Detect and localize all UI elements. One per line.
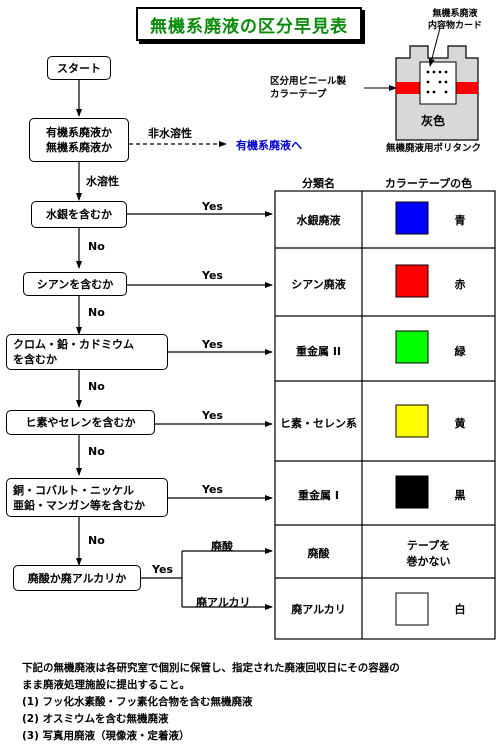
table-row-name: 重金属 II	[295, 345, 341, 358]
label-water-soluble: 水溶性	[86, 175, 119, 188]
tape-label-line2: カラーテープ	[270, 89, 327, 100]
tank-color-text: 灰色	[421, 114, 446, 128]
card-label-line1: 無機系廃液	[432, 9, 478, 19]
label-no-copper: No	[88, 534, 105, 547]
page-title: 無機系廃液の区分早見表	[136, 7, 362, 41]
question-cyan: シアンを含むか	[23, 272, 127, 296]
label-non-water-soluble: 非水溶性	[148, 127, 192, 140]
card-label: 無機系廃液 内容物カード	[428, 8, 482, 32]
color-swatches	[395, 201, 429, 626]
tank-caption: 無機廃液用ポリタンク	[386, 143, 482, 154]
start-box: スタート	[47, 56, 111, 80]
tape-label-line1: 区分用ビニール製	[270, 76, 347, 87]
color-swatch	[395, 330, 429, 364]
label-no-mercury: No	[88, 240, 105, 253]
color-swatch	[395, 404, 429, 438]
table-row-name: シアン廃液	[291, 278, 346, 291]
question-mercury: 水銀を含むか	[31, 201, 127, 228]
table-header-name: 分類名	[302, 177, 335, 190]
tape-label: 区分用ビニール製 カラーテープ	[270, 75, 346, 101]
table-row-color-name: テープを 巻かない	[406, 539, 451, 568]
label-yes-arsenic: Yes	[202, 409, 223, 422]
label-yes-acid-alkali: Yes	[152, 563, 173, 576]
card-label-line2: 内容物カード	[428, 21, 483, 31]
question-chrome-lead-cadmium: クロム・鉛・カドミウム を含むか	[6, 334, 168, 370]
label-acid-branch: 廃酸	[211, 540, 233, 553]
table-row-name: 廃アルカリ	[291, 603, 346, 616]
table-row-color-name: 白	[454, 603, 466, 616]
polytank-illustration	[364, 27, 479, 141]
note-line: (3) 写真用廃液（現像液・定着液）	[22, 730, 190, 742]
table-header-color: カラーテープの色	[384, 177, 473, 190]
question-acid-alkali: 廃酸か廃アルカリか	[13, 565, 141, 591]
note-line: 下記の無機廃液は各研究室で個別に保管し、指定された廃液回収日にその容器の	[22, 662, 400, 674]
table-row-name: 廃酸	[307, 547, 330, 560]
label-yes-copper: Yes	[202, 483, 223, 496]
question-arsenic-selenium: ヒ素やセレンを含むか	[6, 410, 155, 435]
table-row-name: 水銀廃液	[296, 214, 341, 227]
card-pointer-line	[428, 27, 441, 67]
table-row-name: ヒ素・セレン系	[280, 417, 357, 430]
table-row-color-name: 青	[454, 214, 466, 227]
content-card	[419, 61, 457, 105]
label-alkali-branch: 廃アルカリ	[196, 596, 251, 609]
table-row-color-name: 緑	[454, 345, 466, 358]
flow-connectors	[76, 80, 273, 610]
label-no-cyan: No	[88, 306, 105, 319]
question-copper-cobalt-nickel: 銅・コバルト・ニッケル 亜鉛・マンガン等を含むか	[6, 478, 168, 517]
label-no-arsenic: No	[88, 445, 105, 458]
color-swatch	[395, 475, 429, 509]
note-line: (2) オスミウムを含む無機廃液	[22, 713, 169, 725]
color-swatch	[395, 592, 429, 626]
card-dots	[426, 70, 448, 94]
table-row-name: 重金属 I	[298, 489, 339, 502]
table-row-color-name: 黒	[454, 489, 466, 502]
classification-table-grid	[274, 190, 496, 640]
table-row-color-name: 黄	[454, 417, 466, 430]
table-row-color-name: 赤	[454, 278, 466, 291]
color-swatch	[395, 264, 429, 298]
label-no-chrome: No	[88, 380, 105, 393]
notes-section: 下記の無機廃液は各研究室で個別に保管し、指定された廃液回収日にその容器の まま廃…	[22, 660, 492, 745]
label-yes-cyan: Yes	[202, 269, 223, 282]
label-yes-mercury: Yes	[202, 200, 223, 213]
question-organic-inorganic: 有機系廃液か 無機系廃液か	[29, 118, 129, 162]
note-line: (1) フッ化水素酸・フッ素化合物を含む無機廃液	[22, 696, 253, 708]
organic-waste-link[interactable]: 有機系廃液へ	[236, 139, 302, 152]
label-yes-chrome: Yes	[202, 338, 223, 351]
note-line: まま廃液処理施設に提出すること。	[22, 679, 190, 691]
color-swatch	[395, 201, 429, 235]
